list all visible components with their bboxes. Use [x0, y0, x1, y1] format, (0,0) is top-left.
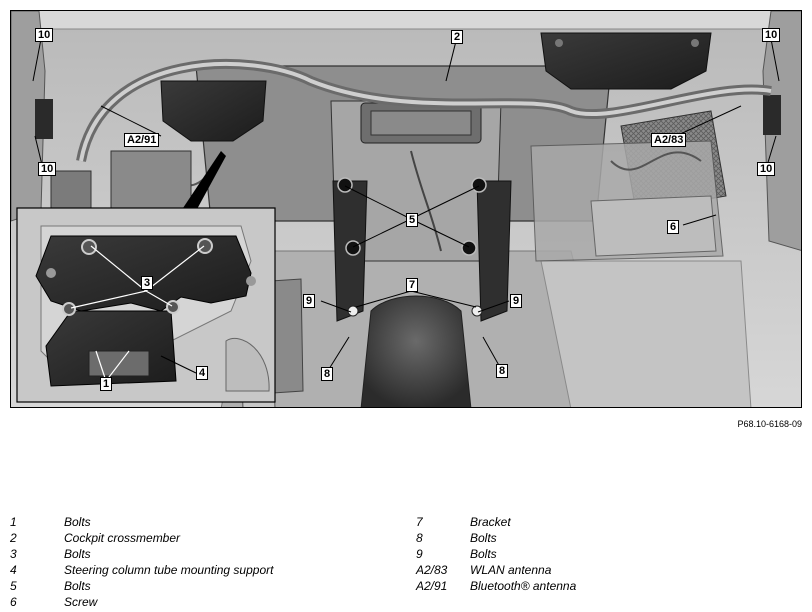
legend-item: A2/91 Bluetooth® antenna [416, 578, 796, 594]
legend-text: Screw [64, 595, 98, 609]
legend-item: 1 Bolts [10, 514, 390, 530]
legend-text: Bolts [470, 547, 497, 561]
legend-item: 7 Bracket [416, 514, 796, 530]
callout-1: 1 [100, 377, 113, 391]
legend-item: 2 Cockpit crossmember [10, 530, 390, 546]
callout-4: 4 [196, 366, 209, 380]
callout-10: 10 [762, 28, 781, 42]
inset-detail [35, 225, 270, 392]
legend-item: 8 Bolts [416, 530, 796, 546]
legend-text: Cockpit crossmember [64, 531, 181, 545]
legend-item: 4 Steering column tube mounting support [10, 562, 390, 578]
callout-10: 10 [35, 28, 54, 42]
legend-item: 6 Screw [10, 594, 390, 610]
callout-2: 2 [451, 30, 464, 44]
legend-number: 3 [10, 547, 17, 561]
callout-3: 3 [141, 276, 154, 290]
legend-number: 8 [416, 531, 423, 545]
callout-9: 9 [303, 294, 316, 308]
callout-8: 8 [496, 364, 509, 378]
legend-text: Steering column tube mounting support [64, 563, 274, 577]
legend-number: 1 [10, 515, 17, 529]
callout-a2-83: A2/83 [651, 133, 687, 147]
cockpit-crossmember-drawing [11, 11, 801, 407]
legend-number: 2 [10, 531, 17, 545]
callout-6: 6 [667, 220, 680, 234]
callout-10: 10 [38, 162, 57, 176]
callout-7: 7 [406, 278, 419, 292]
legend-number: A2/83 [416, 563, 448, 577]
figure-reference: P68.10-6168-09 [737, 419, 802, 429]
legend-text: Bolts [64, 515, 91, 529]
legend-item: 3 Bolts [10, 546, 390, 562]
callout-10: 10 [757, 162, 776, 176]
callout-9: 9 [510, 294, 523, 308]
legend-number: 4 [10, 563, 17, 577]
legend-text: Bluetooth® antenna [470, 579, 577, 593]
legend-number: A2/91 [416, 579, 448, 593]
legend-number: 6 [10, 595, 17, 609]
callout-8: 8 [321, 367, 334, 381]
legend-item: A2/83 WLAN antenna [416, 562, 796, 578]
legend-number: 7 [416, 515, 423, 529]
legend-text: Bolts [64, 579, 91, 593]
legend-text: Bolts [470, 531, 497, 545]
legend-number: 9 [416, 547, 423, 561]
technical-illustration: 10 10 10 10 2 A2/91 A2/83 5 6 7 9 9 8 8 … [10, 10, 802, 408]
legend-text: Bracket [470, 515, 511, 529]
legend-text: Bolts [64, 547, 91, 561]
legend-item: 9 Bolts [416, 546, 796, 562]
legend-text: WLAN antenna [470, 563, 552, 577]
callout-a2-91: A2/91 [124, 133, 160, 147]
legend-item: 5 Bolts [10, 578, 390, 594]
callout-5: 5 [406, 213, 419, 227]
legend-number: 5 [10, 579, 17, 593]
